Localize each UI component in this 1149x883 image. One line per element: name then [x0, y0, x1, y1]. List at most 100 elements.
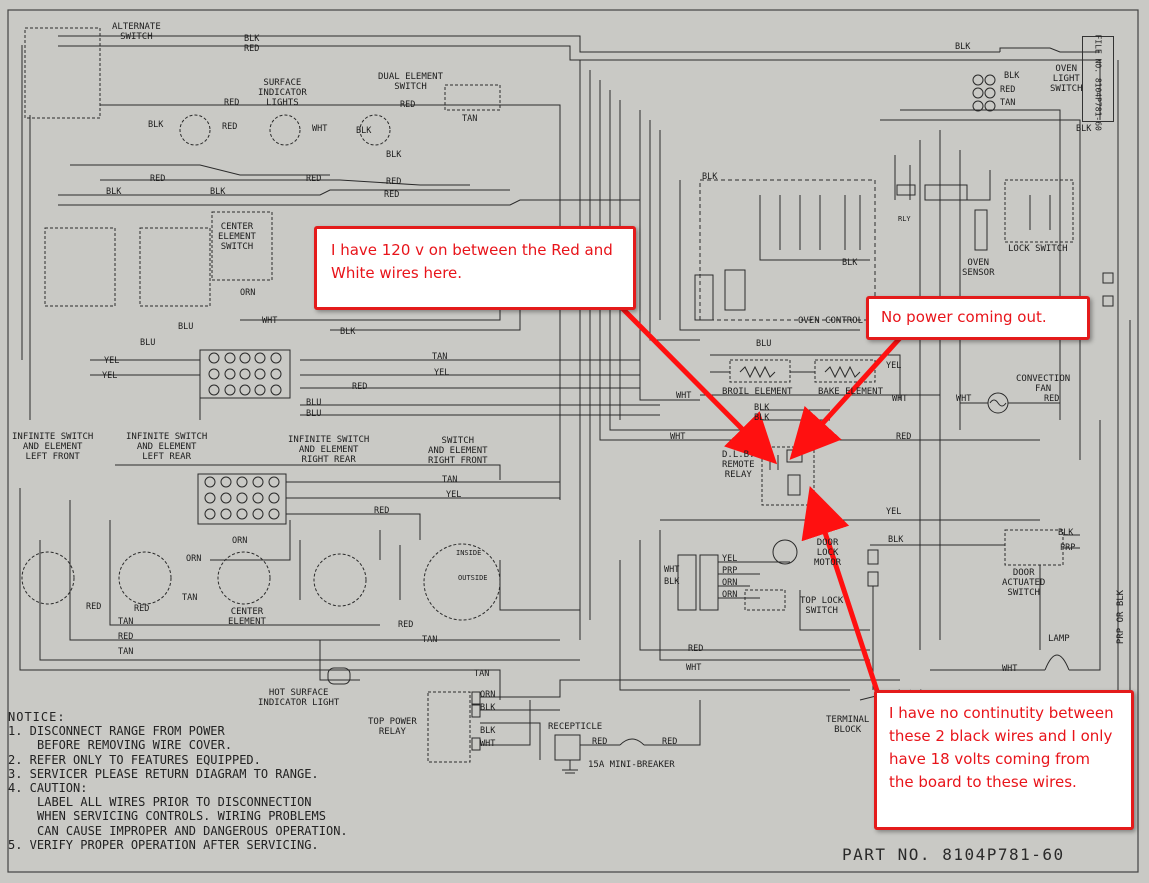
notice-line: LABEL ALL WIRES PRIOR TO DISCONNECTION — [37, 795, 312, 810]
wire-tag-red: RED — [118, 632, 134, 642]
label-inf-left-front: INFINITE SWITCH AND ELEMENT LEFT FRONT — [12, 432, 94, 462]
arrow-continuity — [801, 485, 883, 701]
wire-tag-wht: WHT — [664, 565, 680, 575]
wire-tag-blk: BLK — [340, 327, 356, 337]
label-door-actuated-switch: DOOR ACTUATED SWITCH — [1002, 568, 1046, 598]
notice-line: 5. VERIFY PROPER OPERATION AFTER SERVICI… — [8, 837, 319, 852]
label-lock-switch: LOCK SWITCH — [1008, 244, 1068, 254]
wire-tag-red: RED — [224, 98, 240, 108]
wire-tag-wht: WHT — [892, 394, 908, 404]
file-number: FILE NO. 8104P781-60 — [1093, 34, 1103, 131]
label-prp-or-blk: PRP OR BLK — [1116, 589, 1127, 645]
wire-tag-tan: TAN — [462, 114, 478, 124]
label-terminal-block: TERMINAL BLOCK — [826, 715, 870, 735]
notice-line: BEFORE REMOVING WIRE COVER. — [37, 738, 233, 753]
wire-blk-top — [58, 35, 1000, 53]
callout-arrows — [620, 306, 902, 701]
wire-tag-prp: PRP — [722, 566, 738, 576]
wire-tag-red: RED — [398, 620, 414, 630]
wire-tag-red: RED — [222, 122, 238, 132]
wire-tag-tan: TAN — [474, 669, 490, 679]
notice-line: 2. REFER ONLY TO FEATURES EQUIPPED. — [8, 752, 261, 767]
wire-tag-red: RED — [592, 737, 608, 747]
label-oven-sensor: OVEN SENSOR — [962, 258, 995, 278]
label-lamp: LAMP — [1048, 634, 1070, 644]
wire-tag-orn: ORN — [232, 536, 248, 546]
arrow-no-power — [789, 336, 902, 460]
label-top-lock-switch: TOP LOCK SWITCH — [800, 596, 844, 616]
wire-tag-blk: BLK — [1004, 71, 1020, 81]
wire-tag-blk: BLK — [1058, 528, 1074, 538]
label-dual-element-switch: DUAL ELEMENT SWITCH — [378, 72, 444, 92]
wire-tag-yel: YEL — [886, 361, 902, 371]
wire-tag-blu: BLU — [306, 398, 322, 408]
wire-tag-yel: YEL — [104, 356, 120, 366]
wire-tag-blu: BLU — [306, 409, 322, 419]
wire-tag-blk: BLK — [480, 726, 496, 736]
wire-tag-tan: TAN — [118, 617, 134, 627]
wire-tag-wht: WHT — [686, 663, 702, 673]
wire-tag-tan: TAN — [182, 593, 198, 603]
wire-tag-blk: BLK — [842, 258, 858, 268]
wire-tag-yel: YEL — [434, 368, 450, 378]
callout-continuity-text: I have no continutity between these 2 bl… — [889, 704, 1114, 791]
label-surface-indicator-lights: SURFACE INDICATOR LIGHTS — [258, 78, 307, 108]
wire-tag-blk: BLK — [244, 34, 260, 44]
wire-tag-blk: BLK — [754, 403, 770, 413]
wire-tag-yel: YEL — [722, 554, 738, 564]
wire-tag-blu: BLU — [756, 339, 772, 349]
notice-line: 1. DISCONNECT RANGE FROM POWER — [8, 724, 225, 739]
wire-tag-red: RED — [86, 602, 102, 612]
wire-tag-blk: BLK — [148, 120, 164, 130]
wire-tag-blk: BLK — [664, 577, 680, 587]
wire-tag-blk: BLK — [386, 150, 402, 160]
wire-tag-wht: WHT — [480, 739, 496, 749]
label-hot-surface-light: HOT SURFACE INDICATOR LIGHT — [258, 688, 340, 708]
wire-tag-red: RED — [134, 604, 150, 614]
arrow-red-white — [620, 306, 778, 465]
label-inf-right-rear: INFINITE SWITCH AND ELEMENT RIGHT REAR — [288, 435, 370, 465]
wire-tag-red: RED — [896, 432, 912, 442]
wire-tag-red: RED — [150, 174, 166, 184]
wire-tag-blk: BLK — [754, 413, 770, 423]
wire-tag-tan: TAN — [118, 647, 134, 657]
label-door-lock-motor: DOOR LOCK MOTOR — [814, 538, 842, 568]
label-inf-left-rear: INFINITE SWITCH AND ELEMENT LEFT REAR — [126, 432, 208, 462]
wire-tag-red: RED — [374, 506, 390, 516]
wire-tag-orn: ORN — [480, 690, 496, 700]
wire-tag-blk: BLK — [702, 172, 718, 182]
wire-tag-blk: BLK — [210, 187, 226, 197]
wire-tag-wht: WHT — [676, 391, 692, 401]
wire-tag-orn: ORN — [722, 590, 738, 600]
label-oven-control: OVEN CONTROL — [798, 316, 864, 326]
label-bake-element: BAKE ELEMENT — [818, 387, 884, 397]
wire-tag-yel: YEL — [446, 490, 462, 500]
wire-tag-tan: TAN — [422, 635, 438, 645]
wire-tag-red: RED — [386, 177, 402, 187]
wire-tag-wht: WHT — [956, 394, 972, 404]
wire-tag-blk: BLK — [1076, 124, 1092, 134]
label-broil-element: BROIL ELEMENT — [722, 387, 793, 397]
label-outside: OUTSIDE — [458, 574, 488, 582]
wire-tag-blk: BLK — [888, 535, 904, 545]
label-rly: RLY — [898, 215, 911, 223]
wire-tag-red: RED — [662, 737, 678, 747]
wire-tag-prp: PRP — [1060, 543, 1076, 553]
file-number-box: FILE NO. 8104P781-60 — [1082, 34, 1114, 131]
wire-tag-wht: WHT — [262, 316, 278, 326]
wire-tag-blk: BLK — [480, 703, 496, 713]
wire-tag-blk: BLK — [955, 42, 971, 52]
callout-red-white-text: I have 120 v on between the Red and Whit… — [331, 241, 613, 282]
wire-red-top — [58, 45, 1101, 120]
label-dlb-remote-relay: D.L.B. REMOTE RELAY — [722, 450, 755, 480]
label-oven-light-switch: OVEN LIGHT SWITCH — [1050, 64, 1083, 94]
wire-tag-tan: TAN — [442, 475, 458, 485]
wire-tag-yel: YEL — [102, 371, 118, 381]
wire-tag-wht: WHT — [670, 432, 686, 442]
wire-tag-orn: ORN — [240, 288, 256, 298]
wire-tag-orn: ORN — [186, 554, 202, 564]
label-convection-fan: CONVECTION FAN — [1016, 374, 1071, 394]
label-top-power-relay: TOP POWER RELAY — [368, 717, 417, 737]
wire-tag-blk: BLK — [106, 187, 122, 197]
